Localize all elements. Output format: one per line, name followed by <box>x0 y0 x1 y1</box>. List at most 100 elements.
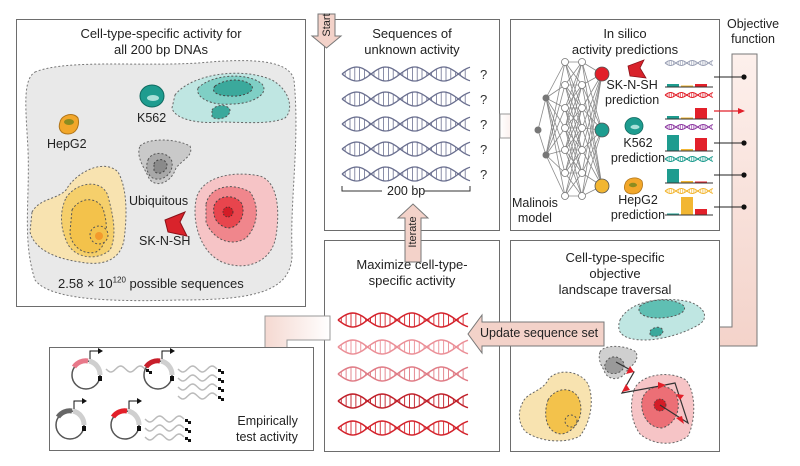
hepg2-prediction-nucleus <box>629 182 637 188</box>
unknown-title: Sequences of unknown activity <box>325 26 499 58</box>
hepg2-label: HepG2 <box>47 137 87 151</box>
ubiquitous-label: Ubiquitous <box>129 194 189 208</box>
landscape-title-line1: Cell-type-specific activity for <box>80 26 242 41</box>
k562-label: K562 <box>137 111 167 125</box>
network-node <box>578 124 586 132</box>
sknsh-label: SK-N-SH <box>139 234 191 248</box>
sknsh-peak <box>222 206 234 218</box>
bar-red <box>695 181 707 183</box>
predictions-title-line2: activity predictions <box>571 42 679 57</box>
scale-label: 200 bp <box>384 184 429 198</box>
sknsh-prediction-cell-icon <box>627 59 647 79</box>
traversal-title-line1: Cell-type-specific <box>565 250 665 265</box>
model-label-line2: model <box>517 211 552 225</box>
maximize-title-line1: Maximize cell-type- <box>356 257 468 272</box>
bar-red <box>695 84 707 87</box>
unknown-dna-5 <box>341 166 471 182</box>
network-node <box>578 58 586 66</box>
hepg2-peak <box>95 232 103 240</box>
path-arrow-3 <box>658 382 666 389</box>
objective-link-dot <box>741 172 747 178</box>
hepg2-prediction-line1: HepG2 <box>618 193 658 207</box>
traversal-hepg2-peak <box>564 414 578 428</box>
objective-link-dot <box>741 74 747 80</box>
prediction-chart-4 <box>664 156 714 184</box>
objective-line2: function <box>731 32 775 46</box>
k562-cell-nucleus <box>147 95 159 101</box>
footer-exponent: 120 <box>112 275 126 285</box>
network-node <box>561 169 569 177</box>
k562-output-node <box>594 122 610 138</box>
optimized-dna-2 <box>337 339 469 355</box>
optimized-dna-1 <box>337 312 469 328</box>
unknown-activity-mark: ? <box>480 92 487 107</box>
prediction-chart-2 <box>664 92 714 120</box>
unknown-activity-mark: ? <box>480 167 487 182</box>
optimized-dna-4 <box>337 393 469 409</box>
bar-gold <box>681 85 693 87</box>
network-node <box>542 94 550 102</box>
network-node <box>561 146 569 154</box>
prediction-chart-1 <box>664 60 714 88</box>
unknown-activity-mark: ? <box>480 142 487 157</box>
hepg2-cell-nucleus <box>64 119 74 125</box>
unknown-activity-mark: ? <box>480 117 487 132</box>
ubiquitous-contour-3 <box>153 159 168 174</box>
prediction-dna-2 <box>664 92 714 98</box>
bar-gold <box>681 181 693 183</box>
predictions-title-line1: In silico <box>603 26 647 41</box>
network-edges <box>537 61 603 197</box>
bar-gold <box>681 117 693 119</box>
bar-red <box>695 138 707 151</box>
bar-gold <box>681 149 693 151</box>
sknsh-prediction-label: SK-N-SH prediction <box>605 78 659 108</box>
k562-contour-4 <box>211 105 231 120</box>
network-node <box>578 192 586 200</box>
prediction-dna-3 <box>664 124 714 130</box>
k562-contour-3 <box>213 79 253 97</box>
traversal-k562-contour-2 <box>649 326 664 337</box>
bar-red <box>695 209 707 215</box>
possible-sequences-label: 2.58 × 10120 possible sequences <box>58 276 244 291</box>
landscape-title: Cell-type-specific activity for all 200 … <box>17 26 305 58</box>
k562-prediction-label: K562 prediction <box>606 136 670 166</box>
network-node <box>578 104 586 112</box>
network-node <box>542 151 550 159</box>
plasmid-medium-activity <box>110 398 191 442</box>
objective-line1: Objective <box>727 17 780 31</box>
empirical-label: Empirically test activity <box>236 413 298 445</box>
prediction-chart-5 <box>664 188 714 216</box>
traversal-ubiquitous-contour <box>604 356 625 375</box>
bar-teal <box>667 169 679 183</box>
plasmid-inactive <box>55 398 87 440</box>
footer-suffix: possible sequences <box>125 276 244 291</box>
model-label: Malinois model <box>512 196 558 226</box>
footer-prefix: 2.58 × 10 <box>58 276 113 291</box>
network-node <box>578 169 586 177</box>
traversal-k562-contour <box>638 299 686 319</box>
update-sequence-set-label: Update sequence set <box>480 326 599 340</box>
network-node <box>561 192 569 200</box>
network-node <box>578 81 586 89</box>
bar-red <box>695 108 707 119</box>
optimized-dna-5 <box>337 420 469 436</box>
bar-teal <box>667 135 679 151</box>
hepg2-prediction-label: HepG2 prediction <box>606 193 670 223</box>
path-arrow-1 <box>626 366 634 374</box>
landscape-title-line2: all 200 bp DNAs <box>114 42 208 57</box>
prediction-dna-4 <box>664 156 714 162</box>
prediction-dna-1 <box>664 60 714 66</box>
k562-prediction-nucleus <box>630 124 640 130</box>
empirical-label-line2: test activity <box>236 430 298 444</box>
maximize-title: Maximize cell-type- specific activity <box>325 257 499 289</box>
